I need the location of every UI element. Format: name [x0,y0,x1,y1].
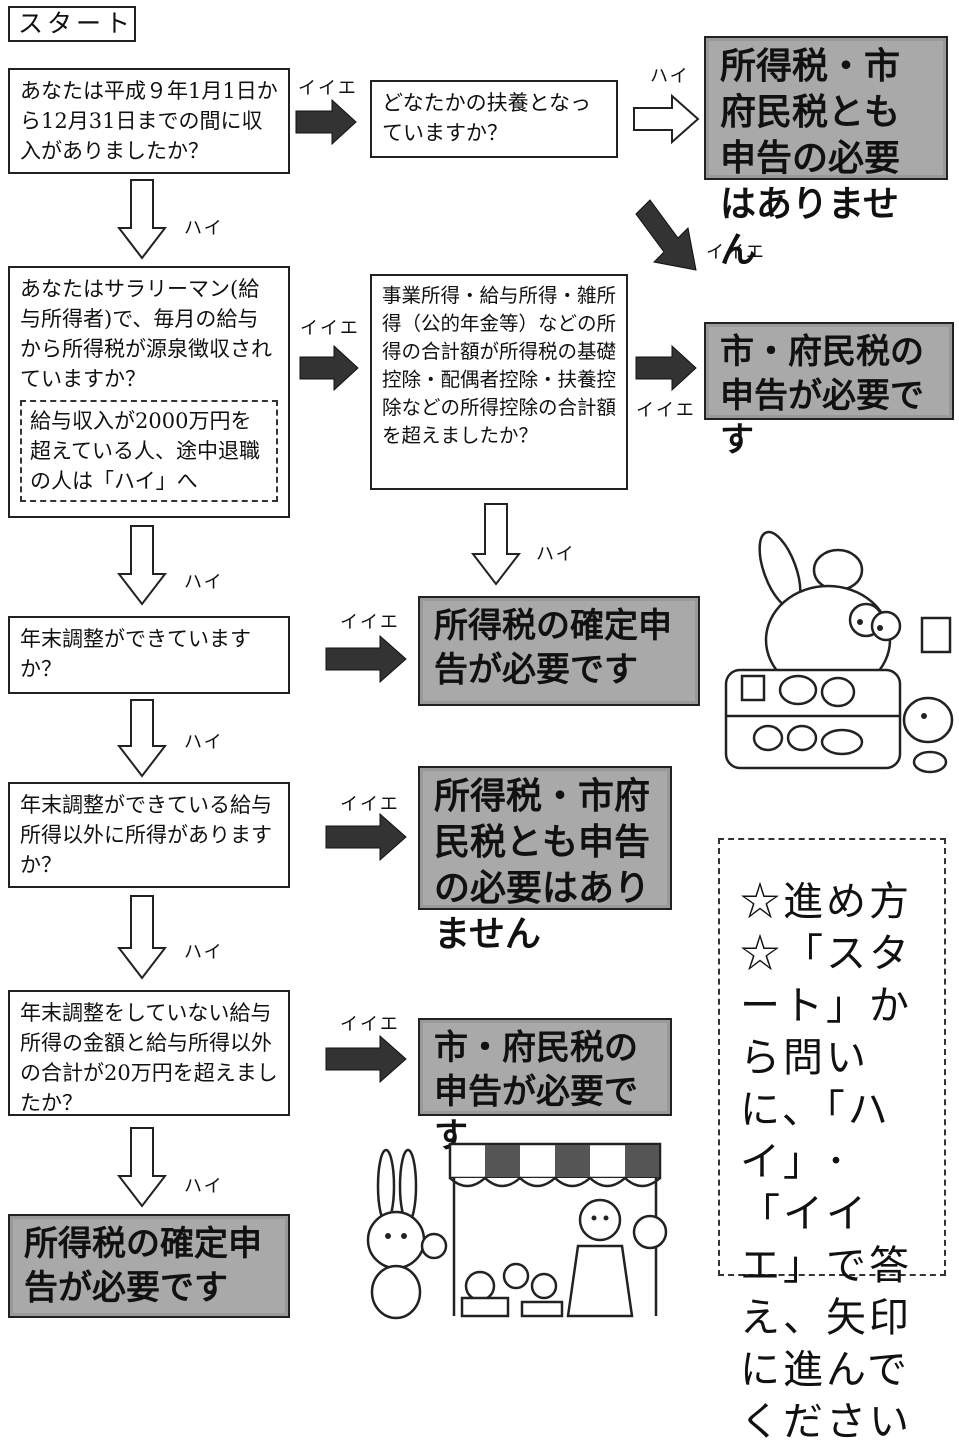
label-no-2: イイエ [706,242,766,263]
label-no-6: イイエ [340,794,400,815]
arrow-down-outline [116,1127,168,1208]
arrow-down-outline [116,525,168,606]
result-city-tax-top: 市・府民税の申告が必要です [704,322,954,460]
label-yes-2: ハイ [184,218,224,239]
flower-shop-illustration [366,1142,668,1320]
result-no-filing-mid: 所得税・市府民税とも申告の必要はありません [418,766,672,955]
arrow-down-outline [116,179,168,260]
label-no-7: イイエ [340,1014,400,1035]
arrow-right-dark [635,344,697,392]
label-yes-7: ハイ [184,1176,224,1197]
label-yes-5: ハイ [184,732,224,753]
instructions-box: ☆進め方☆「スタート」から問いに、「ハイ」･「イイエ」で答え、矢印に進んでくださ… [718,838,946,1445]
arrow-right-dark [325,812,407,862]
result-no-filing-top: 所得税・市府民税とも申告の必要はありません [704,36,948,271]
start-label: スタート [8,6,136,42]
label-no-3: イイエ [300,318,360,339]
arrow-right-dark [325,634,407,684]
arrow-right-dark [325,1034,407,1084]
arrow-down-outline [470,503,522,586]
question-income: あなたは平成９年1月1日から12月31日までの間に収入がありましたか？ [8,68,290,174]
label-yes-6: ハイ [184,942,224,963]
arrow-right-outline [633,93,700,145]
arrow-down-outline [116,699,168,778]
question-year-end: 年末調整ができていますか？ [8,616,290,694]
result-income-tax-bottom: 所得税の確定申告が必要です [8,1214,290,1318]
result-income-tax-mid: 所得税の確定申告が必要です [418,596,700,706]
arrow-diagonal-dark [635,199,697,271]
question-other-income: 年末調整ができている給与所得以外に所得がありますか？ [8,782,290,888]
question-dependent: どなたかの扶養となっていますか？ [370,80,618,158]
label-yes-1: ハイ [650,66,690,87]
arrow-right-dark [299,344,359,392]
question-salary: あなたはサラリーマン(給与所得者)で、毎月の給与から所得税が源泉徴収されています… [8,266,290,518]
label-no-4: イイエ [636,400,696,421]
rabbit-baker-illustration [724,530,954,774]
label-yes-3: ハイ [536,544,576,565]
label-yes-4: ハイ [184,572,224,593]
result-city-tax-low: 市・府民税の申告が必要です [418,1018,672,1156]
question-salary-note: 給与収入が2000万円を超えている人、途中退職の人は「ハイ」へ [20,400,278,502]
label-no-1: イイエ [298,78,358,99]
question-salary-text: あなたはサラリーマン(給与所得者)で、毎月の給与から所得税が源泉徴収されています… [20,277,272,391]
label-no-5: イイエ [340,612,400,633]
arrow-down-outline [116,895,168,980]
question-200k: 年末調整をしていない給与所得の金額と給与所得以外の合計が20万円を超えましたか？ [8,990,290,1116]
arrow-right-dark [295,98,357,146]
question-income-total: 事業所得・給与所得・雑所得（公的年金等）などの所得の合計額が所得税の基礎控除・配… [370,274,628,490]
